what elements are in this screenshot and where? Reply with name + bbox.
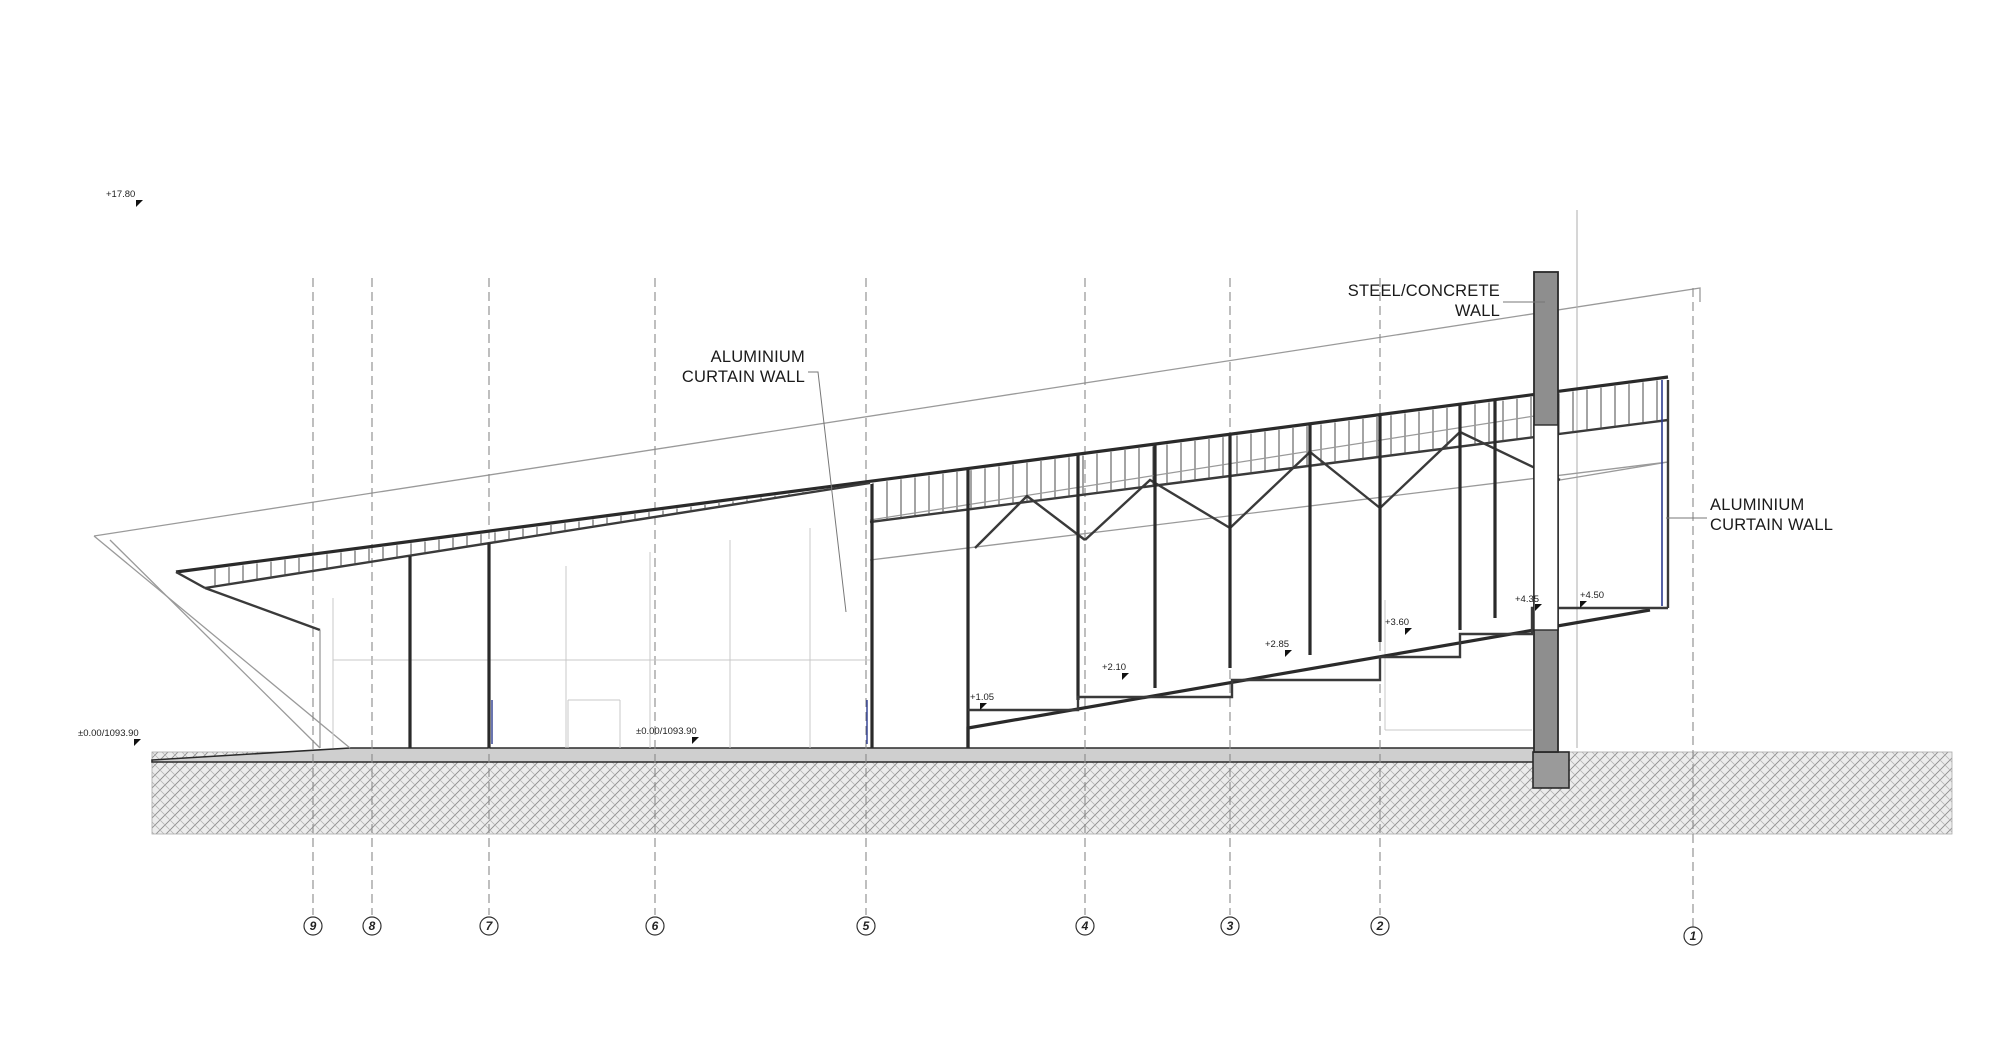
svg-text:+2.10: +2.10 bbox=[1102, 662, 1126, 673]
svg-text:CURTAIN WALL: CURTAIN WALL bbox=[1710, 516, 1833, 534]
curtain-wall-mullions bbox=[332, 528, 1532, 748]
svg-text:+17.80: +17.80 bbox=[106, 189, 135, 200]
label-curtain-wall-right: ALUMINIUM CURTAIN WALL bbox=[1666, 496, 1833, 534]
svg-text:ALUMINIUM: ALUMINIUM bbox=[1710, 496, 1804, 514]
level-marker-l6: +4.50 bbox=[1580, 590, 1604, 608]
axis-bubble-label: 6 bbox=[652, 919, 659, 933]
axis-bubble-label: 5 bbox=[863, 919, 870, 933]
level-marker-l2: +2.10 bbox=[1102, 662, 1129, 680]
roof-front-eave bbox=[204, 586, 321, 632]
axis-bubble-7: 7 bbox=[479, 916, 499, 936]
axis-bubble-label: 3 bbox=[1227, 919, 1234, 933]
axis-bubble-label: 8 bbox=[369, 919, 376, 933]
roof-top-chord bbox=[175, 375, 1669, 574]
svg-text:WALL: WALL bbox=[1455, 302, 1500, 320]
level-marker-l1: +1.05 bbox=[970, 692, 994, 710]
axis-bubble-label: 1 bbox=[1690, 929, 1697, 943]
axis-bubble-8: 8 bbox=[362, 916, 382, 936]
roof-envelope-tip bbox=[93, 535, 351, 749]
axis-bubble-4: 4 bbox=[1075, 916, 1095, 936]
svg-text:+4.35: +4.35 bbox=[1515, 594, 1539, 605]
ground-slab bbox=[151, 747, 1553, 763]
svg-text:STEEL/CONCRETE: STEEL/CONCRETE bbox=[1348, 282, 1500, 300]
roof-ribs bbox=[214, 380, 1658, 587]
roof-envelope-tip-2 bbox=[109, 539, 321, 749]
columns bbox=[408, 400, 1497, 748]
svg-text:ALUMINIUM: ALUMINIUM bbox=[711, 348, 805, 366]
level-marker-ground-mid: ±0.00/1093.90 bbox=[636, 726, 699, 744]
axis-bubble-1: 1 bbox=[1683, 926, 1703, 946]
axis-bubble-label: 4 bbox=[1081, 919, 1089, 933]
grid-axes bbox=[312, 210, 1694, 930]
svg-text:±0.00/1093.90: ±0.00/1093.90 bbox=[636, 726, 697, 737]
svg-text:+3.60: +3.60 bbox=[1385, 617, 1409, 628]
svg-text:+1.05: +1.05 bbox=[970, 692, 994, 703]
foundation-block bbox=[1532, 751, 1570, 789]
axis-bubble-label: 2 bbox=[1376, 919, 1384, 933]
roof-envelope-line bbox=[93, 287, 1701, 537]
axis-bubble-5: 5 bbox=[856, 916, 876, 936]
axis-bubble-3: 3 bbox=[1220, 916, 1240, 936]
level-marker-l3: +2.85 bbox=[1265, 639, 1292, 657]
svg-text:±0.00/1093.90: ±0.00/1093.90 bbox=[78, 728, 139, 739]
axis-bubble-label: 7 bbox=[486, 919, 494, 933]
axis-bubbles: 9 8 7 6 5 4 3 2 1 bbox=[303, 916, 1703, 946]
label-steel-concrete-wall: STEEL/CONCRETE WALL bbox=[1348, 282, 1545, 320]
axis-bubble-label: 9 bbox=[310, 919, 317, 933]
label-curtain-wall-left: ALUMINIUM CURTAIN WALL bbox=[682, 348, 847, 613]
steel-wall-gap bbox=[1533, 424, 1559, 631]
ground-hatch bbox=[151, 751, 1953, 835]
level-marker-top: +17.80 bbox=[106, 189, 143, 207]
level-marker-l5: +4.35 bbox=[1515, 594, 1542, 611]
svg-text:CURTAIN WALL: CURTAIN WALL bbox=[682, 368, 805, 386]
svg-text:+2.85: +2.85 bbox=[1265, 639, 1289, 650]
level-marker-l4: +3.60 bbox=[1385, 617, 1412, 635]
axis-bubble-9: 9 bbox=[303, 916, 323, 936]
roof-front-edge bbox=[175, 570, 206, 590]
axis-bubble-6: 6 bbox=[645, 916, 665, 936]
svg-text:+4.50: +4.50 bbox=[1580, 590, 1604, 601]
axis-bubble-2: 2 bbox=[1370, 916, 1390, 936]
stepped-floors bbox=[966, 380, 1670, 748]
level-marker-ground-left: ±0.00/1093.90 bbox=[78, 728, 141, 746]
